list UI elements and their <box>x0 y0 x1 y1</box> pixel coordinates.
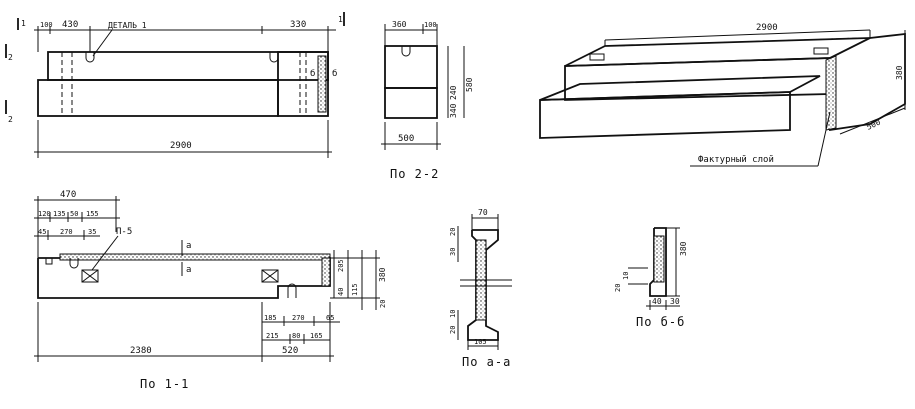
plan-dim-r2-1: 120 <box>38 210 51 218</box>
saa-dim-left-2: 30 <box>449 248 457 256</box>
iso-lift-loop-right <box>813 47 829 55</box>
front-dim-top-small: 100 <box>40 21 53 29</box>
plan-dim-b1-2: 270 <box>292 314 305 322</box>
sbb-dim-right: 380 <box>679 241 688 256</box>
iso-end-block <box>829 32 906 132</box>
iso-dim-depth: 500 <box>865 117 882 131</box>
plan-dim-partial: 520 <box>282 346 298 356</box>
s22-dim-v-bot: 340 <box>449 103 458 118</box>
plan-dim-r3-3: 35 <box>88 228 96 236</box>
plan-dim-r3-2: 270 <box>60 228 73 236</box>
plan-dim-r2-2: 135 <box>53 210 66 218</box>
front-upper-block <box>47 51 329 81</box>
sbb-fill <box>653 235 665 283</box>
saa-dim-left-1: 20 <box>449 228 457 236</box>
saa-dim-left-3: 20 <box>449 326 457 334</box>
front-dim-top-left: 430 <box>62 20 78 30</box>
sbb-dim-left-1: 20 <box>614 284 622 292</box>
plan-dim-right-2: 380 <box>378 267 387 282</box>
section-2-2: 360 100 240 340 580 500 По 2-2 <box>381 20 474 181</box>
plan-dim-b2-1: 215 <box>266 332 279 340</box>
plan-cut-a-bottom: а <box>186 265 191 275</box>
plan-dim-b2-2: 80 <box>292 332 300 340</box>
plan-facing-layer-end <box>321 257 331 287</box>
front-facing-layer <box>317 55 327 113</box>
plan-dim-r3-1: 45 <box>38 228 46 236</box>
plan-part-label: П-5 <box>116 227 132 237</box>
section-mark-b-left: б <box>310 68 315 79</box>
saa-dim-bottom: 105 <box>474 338 487 346</box>
iso-leader-line <box>817 111 831 167</box>
sbb-caption: По б-б <box>636 315 685 329</box>
section-mark-1-right: 1 <box>338 15 343 24</box>
plan-dim-right-1: 205 <box>337 259 345 272</box>
detail-leader <box>92 29 113 57</box>
iso-lift-loop-left <box>589 53 605 61</box>
plan-insert-right <box>261 269 279 283</box>
plan-dim-total: 2380 <box>130 346 152 356</box>
section-mark-2-top: 2 <box>8 53 13 62</box>
section-mark-1-left: 1 <box>21 19 26 28</box>
front-dim-bottom: 2900 <box>170 141 192 151</box>
front-lower-block <box>37 79 279 117</box>
plan-dim-right-4: 40 <box>337 288 345 296</box>
plan-dim-b2-3: 165 <box>310 332 323 340</box>
iso-leader-label: Фактурный слой <box>698 155 774 165</box>
plan-dim-top: 470 <box>60 190 76 200</box>
s22-caption: По 2-2 <box>390 167 439 181</box>
plan-1-1: П-5 а а 470 120 135 50 155 45 270 35 205… <box>34 190 387 391</box>
front-dim-top-right: 330 <box>290 20 306 30</box>
isometric-view: 2900 380 500 Фактурный слой <box>539 23 906 167</box>
plan-facing-layer-top <box>59 253 331 261</box>
iso-facing-layer <box>825 55 837 131</box>
section-b-b: 380 20 10 40 30 По б-б <box>614 227 688 329</box>
sbb-dim-bottom-2: 30 <box>670 297 680 306</box>
sbb-dim-left-2: 10 <box>622 272 630 280</box>
section-2-2-lower <box>384 87 438 119</box>
saa-dim-top: 70 <box>478 208 488 217</box>
plan-dim-b1-1: 185 <box>264 314 277 322</box>
s22-dim-v-total: 580 <box>465 77 474 92</box>
section-mark-2-bottom: 2 <box>8 115 13 124</box>
plan-dim-r2-3: 50 <box>70 210 78 218</box>
front-lift-loop-right <box>269 52 279 63</box>
detail-label: ДЕТАЛЬ 1 <box>108 21 147 30</box>
section-a-a: 70 20 30 20 10 105 По а-а <box>449 208 512 369</box>
saa-caption: По а-а <box>462 355 511 369</box>
section-2-2-upper <box>384 45 438 89</box>
section-mark-b-right: б <box>332 68 337 79</box>
sbb-dim-bottom-1: 40 <box>652 297 662 306</box>
s22-dim-bottom: 500 <box>398 134 414 144</box>
plan-dim-r2-4: 155 <box>86 210 99 218</box>
s22-dim-v-top: 240 <box>449 85 458 100</box>
front-view: 100 430 330 ДЕТАЛЬ 1 1 1 2 2 б б 2900 <box>5 12 345 158</box>
s22-dim-top-a: 360 <box>392 20 407 29</box>
front-lift-loop-left <box>85 52 95 63</box>
plan-dim-right-5: 20 <box>379 300 387 308</box>
plan-insert-left <box>81 269 99 283</box>
iso-lower-top <box>539 75 821 101</box>
iso-dim-height: 380 <box>895 65 904 80</box>
iso-dim-length: 2900 <box>756 23 778 33</box>
front-end-block <box>277 51 329 117</box>
plan-dim-right-3: 115 <box>351 283 359 296</box>
saa-dim-left-4: 10 <box>449 310 457 318</box>
s22-dim-top-b: 100 <box>424 21 437 29</box>
plan-cut-a-top: а <box>186 241 191 251</box>
plan-caption: По 1-1 <box>140 377 189 391</box>
